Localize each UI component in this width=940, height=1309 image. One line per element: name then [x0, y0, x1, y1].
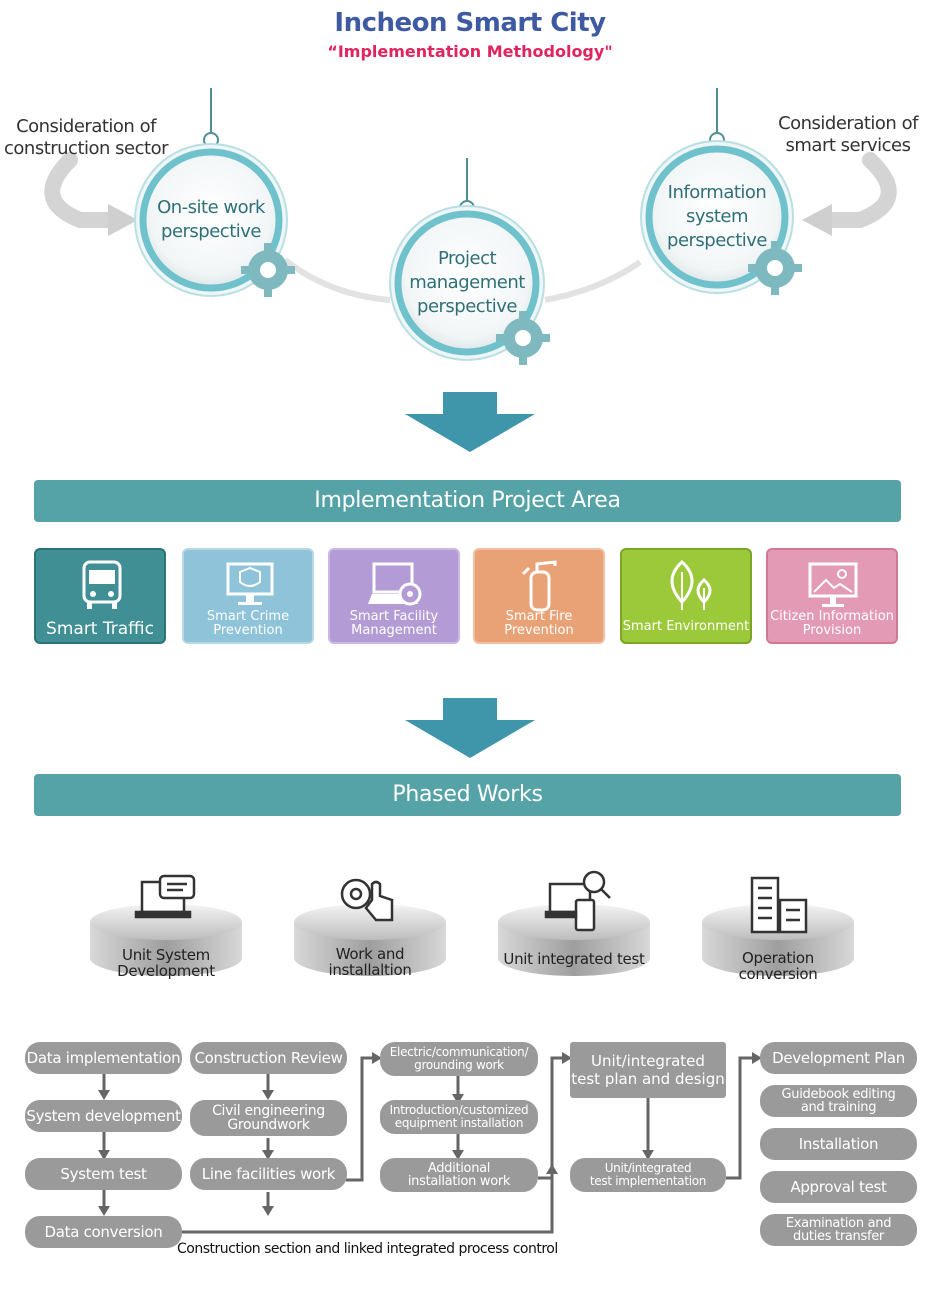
laptop-gear-icon	[368, 562, 422, 606]
right-curve-arrow	[822, 152, 897, 228]
gear-icon	[241, 243, 295, 297]
flow-line-facilities: Line facilities work	[190, 1158, 347, 1190]
phased-works-bar: Phased Works	[34, 774, 901, 816]
monitor-chat-icon	[134, 874, 196, 919]
gear-icon	[748, 241, 802, 295]
page-title: Incheon Smart City	[334, 8, 606, 38]
devices-search-icon	[544, 870, 611, 932]
bus-icon	[82, 560, 122, 609]
flow-system-development: System development	[25, 1100, 182, 1132]
tile-smart-traffic[interactable]: Smart Traffic	[34, 548, 166, 644]
stage-unit-integrated: Unit integrated test	[503, 950, 645, 968]
left-curve-arrow	[44, 152, 118, 228]
flow-connectors	[98, 1052, 762, 1234]
fire-extinguisher-icon	[521, 560, 557, 612]
buildings-icon	[750, 876, 808, 934]
image-display-icon	[808, 562, 858, 607]
flow-installation: Installation	[760, 1128, 917, 1160]
tile-smart-environment[interactable]: Smart Environment	[620, 548, 752, 644]
monitor-shield-icon	[226, 562, 274, 605]
stage-operation: Operation conversion	[738, 949, 818, 983]
down-arrow-icon	[405, 698, 535, 758]
page-subtitle: “Implementation Methodology"	[327, 42, 613, 61]
down-arrow-icon	[405, 392, 535, 452]
flow-construction-review: Construction Review	[190, 1042, 347, 1074]
integrated-process-note: Construction section and linked integrat…	[177, 1241, 558, 1257]
project-area-bar: Implementation Project Area	[34, 480, 901, 522]
phase-discs	[90, 870, 854, 976]
flow-system-test: System test	[25, 1158, 182, 1190]
perspective-diagram	[44, 88, 897, 365]
flow-development-plan: Development Plan	[760, 1042, 917, 1074]
gear-icon	[496, 311, 550, 365]
flow-approval-test: Approval test	[760, 1171, 917, 1203]
flow-data-implementation: Data implementation	[25, 1042, 182, 1074]
leaf-icon	[670, 559, 712, 610]
gear-hand-icon	[340, 878, 394, 922]
flow-data-conversion: Data conversion	[25, 1216, 182, 1248]
flow-electric-work: Electric/communication/grounding work	[380, 1042, 538, 1076]
